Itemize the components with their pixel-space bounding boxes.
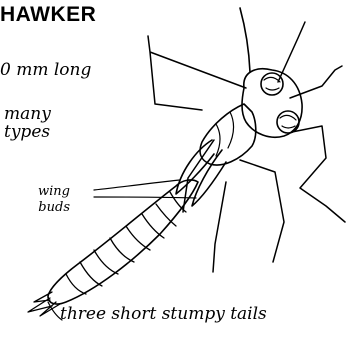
tails-label: three short stumpy tails [60,306,267,323]
eye-lower-detail [280,115,296,128]
thorax-outline [200,104,256,165]
leg-right-mid [292,126,345,222]
abdomen-outline [48,180,198,304]
length-note: 0 mm long [0,62,91,79]
types-note-line-1: many [4,105,51,123]
eye-upper-detail [264,77,280,90]
legs [148,22,345,272]
wing-buds-label-line-2: buds [38,200,70,216]
types-note-line-2: types [4,123,51,141]
leg-lower [213,182,226,272]
wing-bud-right [192,150,226,206]
types-note: many types [4,105,51,141]
wing-bud-pointer-1 [94,180,180,190]
leg-right-top [290,66,342,98]
wing-bud-pointer-2 [94,197,196,198]
page-title: HAWKER [0,4,96,25]
leg-upper-left [148,36,246,110]
wing-buds-label: wing buds [38,184,70,216]
leg-mid-right [240,160,284,262]
abdomen-segments [66,192,186,294]
eye-lower-icon [277,111,299,133]
antenna-line [240,8,250,72]
wing-buds-label-line-1: wing [38,184,70,200]
thorax-segments [216,112,234,156]
eye-upper-icon [261,73,283,95]
